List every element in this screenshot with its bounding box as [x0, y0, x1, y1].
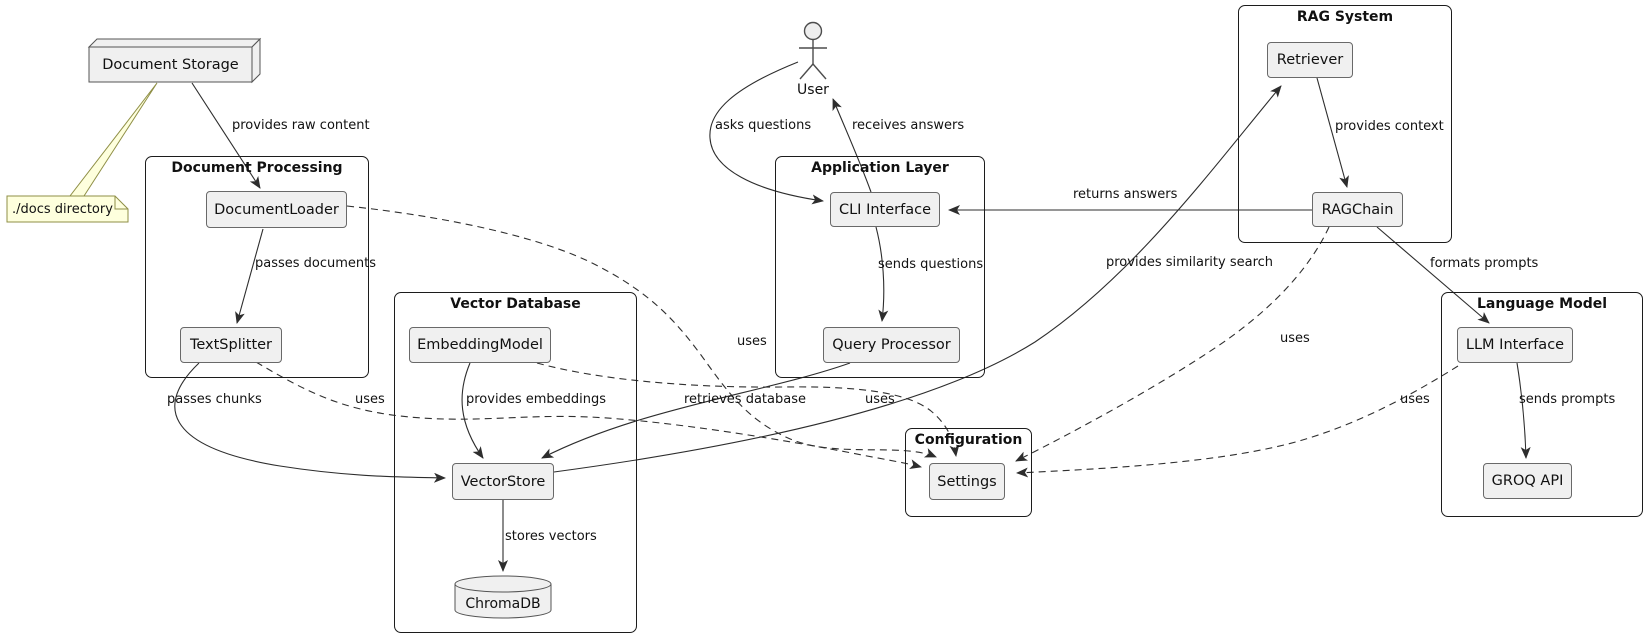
component-settings: Settings	[929, 463, 1005, 500]
edge-passes-documents	[235, 228, 264, 324]
package-language-model: Language Model	[1441, 292, 1643, 517]
component-llm-interface: LLM Interface	[1457, 327, 1573, 363]
package-title-application-layer: Application Layer	[811, 160, 949, 176]
edge-label-passes-documents: passes documents	[255, 256, 377, 271]
edge-label-provides-context: provides context	[1335, 119, 1444, 134]
user-actor-label: User	[797, 81, 829, 98]
edge-label-passes-chunks: passes chunks	[167, 392, 262, 407]
component-cli-interface: CLI Interface	[830, 192, 940, 227]
package-application-layer: Application Layer	[775, 156, 985, 378]
edge-label-returns-answers: returns answers	[1073, 187, 1178, 202]
edge-retrieves-database	[541, 362, 851, 459]
package-rag-system: RAG System	[1238, 5, 1452, 243]
edge-label-formats-prompts: formats prompts	[1430, 256, 1539, 271]
dashed-edges	[255, 205, 1459, 478]
component-query-processor: Query Processor	[823, 327, 960, 363]
edge-label-asks-questions: asks questions	[715, 118, 812, 133]
note-connector	[68, 82, 158, 197]
edge-documentloader-uses-settings	[346, 205, 937, 458]
edge-formats-prompts	[1376, 226, 1490, 324]
edge-label-receives-answers: receives answers	[852, 118, 965, 133]
chromadb-label: ChromaDB	[465, 596, 541, 612]
edge-label-sends-prompts: sends prompts	[1519, 392, 1616, 407]
docs-directory-note-shape	[6, 195, 129, 223]
package-configuration: Configuration	[905, 428, 1032, 517]
edge-label-uses-textsplitter: uses	[355, 392, 385, 407]
edge-label-uses-embeddingmodel: uses	[865, 392, 895, 407]
solid-edges	[174, 61, 1531, 572]
component-retriever: Retriever	[1267, 42, 1353, 78]
edge-label-provides-raw-content: provides raw content	[232, 118, 370, 133]
docs-directory-note-label: ./docs directory	[12, 202, 113, 217]
package-vector-database: Vector Database	[394, 292, 637, 633]
package-title-rag-system: RAG System	[1296, 9, 1394, 25]
edge-label-retrieves-database: retrieves database	[684, 392, 806, 407]
document-storage-node-shape	[87, 37, 262, 84]
edge-embeddingmodel-uses-settings	[536, 362, 960, 457]
edge-label-uses-ragchain: uses	[1280, 331, 1310, 346]
edge-label-stores-vectors: stores vectors	[505, 529, 597, 544]
component-text-splitter: TextSplitter	[180, 327, 282, 363]
edge-asks-questions	[709, 61, 824, 205]
edge-sends-prompts	[1516, 362, 1531, 459]
package-title-vector-database: Vector Database	[450, 296, 581, 312]
edge-label-uses-documentloader: uses	[737, 334, 767, 349]
package-title-configuration: Configuration	[914, 432, 1023, 448]
component-document-loader: DocumentLoader	[206, 191, 347, 228]
edge-provides-raw-content	[191, 82, 261, 189]
edge-passes-chunks	[174, 362, 446, 483]
edge-ragchain-uses-settings	[1015, 226, 1330, 462]
package-title-document-processing: Document Processing	[171, 160, 343, 176]
edge-label-provides-similarity-search: provides similarity search	[1106, 255, 1274, 270]
document-storage-label: Document Storage	[102, 56, 239, 73]
package-title-language-model: Language Model	[1476, 296, 1608, 312]
edge-provides-similarity-search	[553, 85, 1282, 473]
edge-provides-embeddings	[461, 362, 484, 459]
chromadb-cylinder-shape	[454, 575, 552, 619]
edge-receives-answers	[832, 98, 872, 193]
edge-label-uses-llminterface: uses	[1400, 392, 1430, 407]
edge-llminterface-uses-settings	[1016, 365, 1459, 478]
edge-provides-context	[1316, 77, 1349, 188]
package-document-processing: Document Processing	[145, 156, 369, 378]
component-groq-api: GROQ API	[1483, 463, 1572, 499]
edge-label-sends-questions: sends questions	[878, 257, 984, 272]
component-rag-chain: RAGChain	[1312, 192, 1403, 227]
user-actor-icon	[799, 21, 827, 80]
component-embedding-model: EmbeddingModel	[409, 327, 551, 363]
component-vector-store: VectorStore	[452, 463, 554, 500]
edge-label-provides-embeddings: provides embeddings	[466, 392, 607, 407]
edge-sends-questions	[875, 226, 889, 322]
